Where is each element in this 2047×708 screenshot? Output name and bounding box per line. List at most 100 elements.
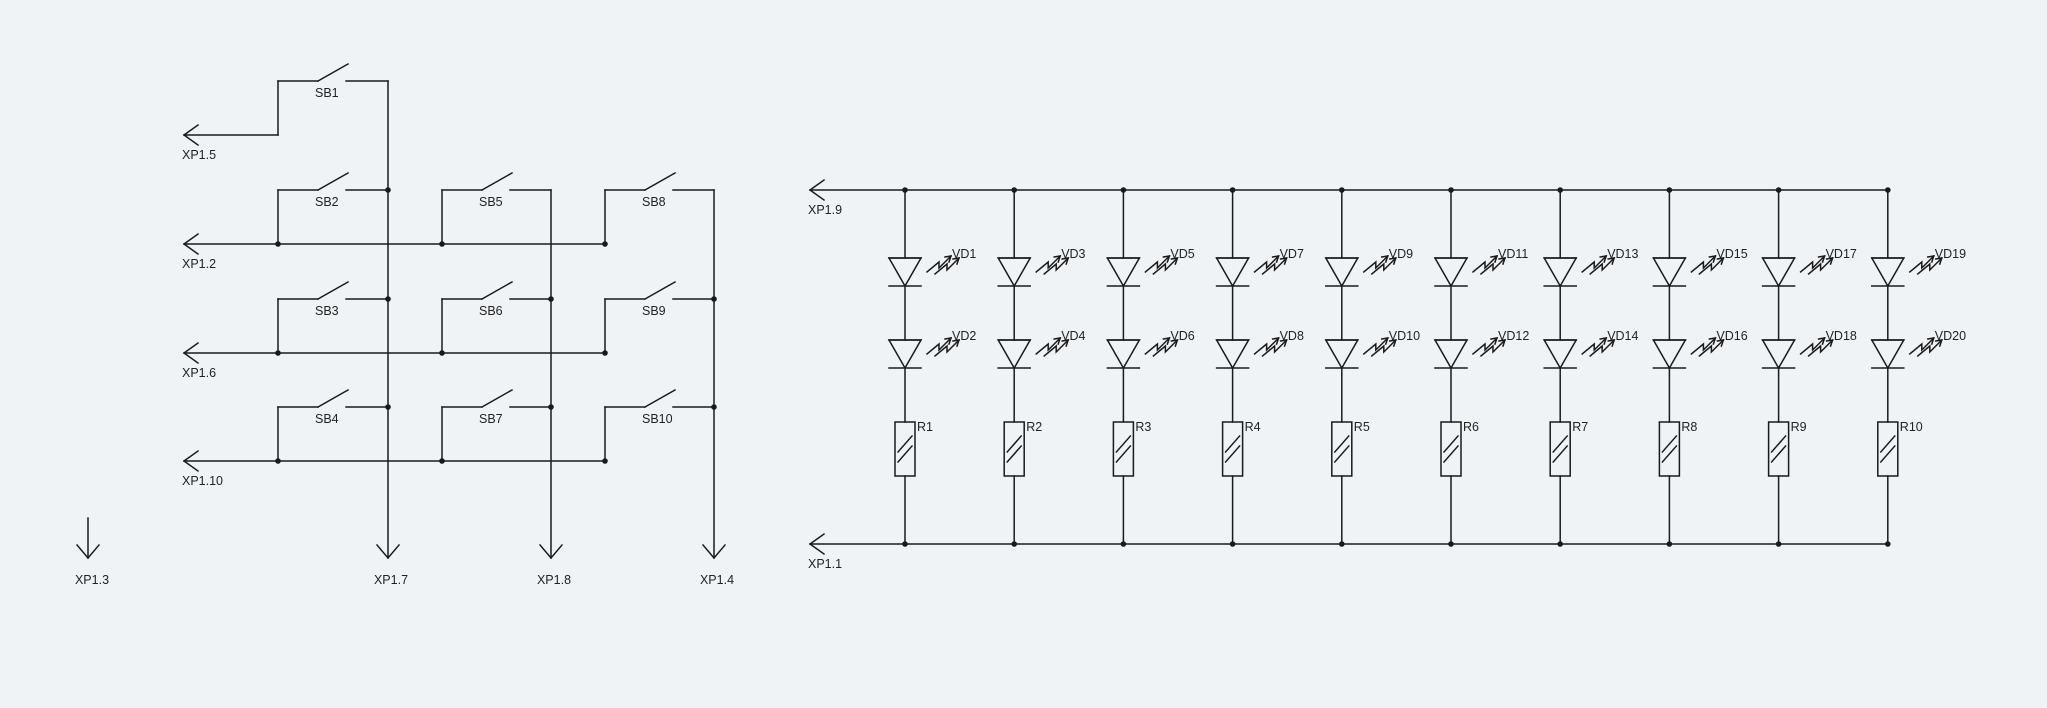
junction-dot [1229,187,1236,193]
junction-dot [1448,187,1454,193]
led-triangle [1652,257,1687,288]
led-emission-icon [1471,336,1507,358]
junction-dot [1775,187,1782,193]
switch-sb6 [441,280,552,354]
junction-dot [439,350,445,356]
row-wire-xp1-10 [182,449,606,473]
led-emission-icon [925,254,961,276]
led-triangle [1542,339,1578,370]
junction-dot [1557,541,1563,547]
switch-label: SB7 [479,412,503,426]
led-label: VD6 [1170,329,1194,343]
led-triangle [1106,339,1141,370]
junction-dot [1339,541,1345,547]
led-label: VD3 [1061,247,1085,261]
resistor-r4 [1221,421,1244,477]
switch-sb3 [277,280,389,354]
top-rail-connector-label: XP1.9 [808,203,842,217]
row-connector-label: XP1.5 [182,148,216,162]
junction-dot [439,241,445,247]
resistor-label: R4 [1245,420,1261,434]
junction-dot [275,458,281,464]
junction-dot [902,187,908,193]
led-branch-2 [996,189,1070,545]
led-branch-4 [1215,189,1288,545]
junction-dot [275,350,281,356]
switch-label: SB9 [642,304,666,318]
led-triangle [1870,257,1906,288]
led-triangle [1433,339,1469,370]
resistor-r3 [1112,421,1135,477]
led-label: VD14 [1607,329,1638,343]
junction-dot [711,296,717,302]
led-label: VD15 [1716,247,1747,261]
top-rail [808,178,1889,202]
led-emission-icon [1581,254,1616,276]
switch-sb5 [441,171,552,245]
junction-dot [548,404,554,410]
led-emission-icon [1035,336,1070,358]
led-branch-9 [1761,189,1834,545]
ground-arrow [75,517,101,560]
led-emission-icon [1362,336,1397,358]
switch-sb7 [441,388,552,462]
led-emission-icon [1908,254,1943,276]
resistor-label: R3 [1135,420,1151,434]
resistor-r10 [1877,421,1899,477]
switch-sb9 [604,280,715,354]
column-wire-xp1-7 [375,80,401,560]
junction-dot [1120,187,1127,193]
led-label: VD1 [952,247,976,261]
led-branch-6 [1433,189,1507,545]
led-triangle [996,339,1032,370]
led-triangle [1870,339,1906,370]
resistor-label: R10 [1900,420,1923,434]
led-triangle [887,339,923,370]
junction-dot [548,296,554,302]
led-emission-icon [1253,336,1288,358]
led-branch-10 [1870,189,1943,545]
row-wire-xp1-5 [182,123,279,147]
switch-label: SB10 [642,412,673,426]
led-label: VD19 [1935,247,1966,261]
resistor-r8 [1658,421,1681,477]
resistor-r6 [1440,421,1462,477]
resistor-r1 [894,421,916,477]
resistor-label: R2 [1026,420,1042,434]
led-branch-1 [887,189,961,545]
junction-dot [385,187,391,193]
switch-label: SB2 [315,195,339,209]
junction-dot [1120,541,1127,547]
led-triangle [1652,339,1687,370]
led-branch-8 [1652,189,1725,545]
row-connector-label: XP1.6 [182,366,216,380]
led-label: VD17 [1826,247,1857,261]
led-label: VD4 [1061,329,1085,343]
switch-label: SB4 [315,412,339,426]
led-label: VD8 [1280,329,1304,343]
junction-dot [1011,541,1017,547]
led-emission-icon [1908,336,1943,358]
resistor-label: R1 [917,420,933,434]
led-emission-icon [1690,254,1725,276]
led-emission-icon [1799,336,1834,358]
switch-sb10 [604,388,715,462]
led-triangle [1324,339,1360,370]
led-label: VD20 [1935,329,1966,343]
led-emission-icon [1799,254,1834,276]
led-branch-7 [1542,189,1616,545]
led-emission-icon [1035,254,1070,276]
led-label: VD13 [1607,247,1638,261]
column-connector-label: XP1.4 [700,573,734,587]
led-triangle [1215,339,1250,370]
led-label: VD2 [952,329,976,343]
led-emission-icon [1144,336,1179,358]
led-branch-3 [1106,189,1179,545]
resistor-label: R7 [1572,420,1588,434]
switch-sb1 [277,62,389,136]
junction-dot [602,458,608,464]
junction-dot [275,241,281,247]
column-wire-xp1-8 [538,189,564,560]
led-triangle [1215,257,1250,288]
